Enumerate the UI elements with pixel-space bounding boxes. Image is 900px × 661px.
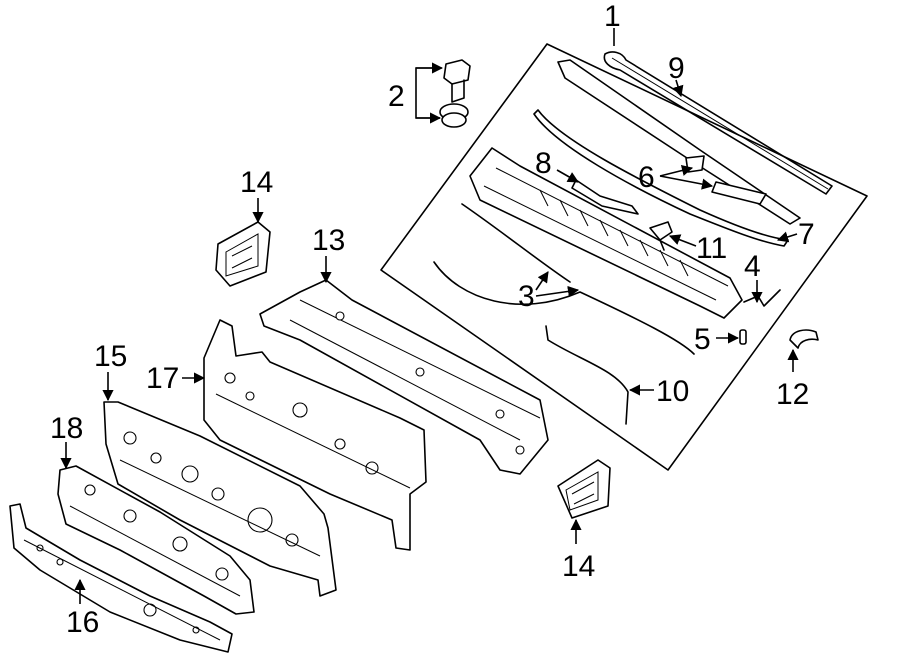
callout-2: 2	[388, 80, 405, 113]
part-5-plug	[739, 329, 747, 345]
cowl-assembly-box	[380, 43, 868, 471]
part-8-bracket	[571, 179, 639, 215]
callout-14b: 14	[562, 550, 595, 583]
part-12-elbow	[789, 329, 819, 349]
callout-11: 11	[696, 232, 727, 265]
part-11-clip	[649, 221, 673, 251]
leader-6a	[659, 165, 694, 177]
callout-1: 1	[604, 0, 621, 33]
callout-16: 16	[66, 606, 99, 639]
callout-18: 18	[50, 412, 83, 445]
part-18-lower-panel	[57, 465, 255, 615]
leader-3b	[535, 285, 580, 297]
part-14-bracket-right	[557, 459, 611, 519]
cowl-top-panel	[469, 147, 743, 319]
callout-4: 4	[744, 250, 761, 283]
leader-3a	[535, 271, 549, 291]
callout-12: 12	[776, 378, 809, 411]
callout-10: 10	[656, 375, 689, 408]
part-3-hose-lower	[433, 261, 695, 355]
leader-2	[415, 67, 440, 119]
leader-11	[668, 234, 697, 247]
callout-3: 3	[518, 280, 535, 313]
callout-8: 8	[535, 147, 552, 180]
part-7-strip	[533, 109, 789, 247]
part-10-tube	[545, 325, 629, 425]
leader-6b	[659, 175, 714, 190]
part-6-trim-panels	[557, 59, 801, 225]
part-3-hose-upper	[461, 203, 571, 283]
callout-15: 15	[94, 340, 127, 373]
part-2-bolt-nut	[439, 59, 471, 128]
callout-13: 13	[312, 224, 345, 257]
part-16-rail	[9, 503, 233, 653]
part-17-dash-panel	[203, 319, 427, 551]
callout-6: 6	[638, 161, 655, 194]
callout-14a: 14	[240, 166, 273, 199]
part-4-hose	[743, 289, 781, 307]
part-14-bracket-left	[215, 221, 271, 287]
leader-7	[776, 231, 798, 243]
leader-9	[672, 79, 684, 98]
callout-9: 9	[668, 52, 685, 85]
callout-5: 5	[694, 323, 711, 356]
callout-7: 7	[798, 218, 815, 251]
leader-8	[556, 169, 579, 183]
callout-17: 17	[146, 362, 179, 395]
part-15-insulator	[103, 401, 337, 597]
part-9-seal	[603, 51, 833, 195]
